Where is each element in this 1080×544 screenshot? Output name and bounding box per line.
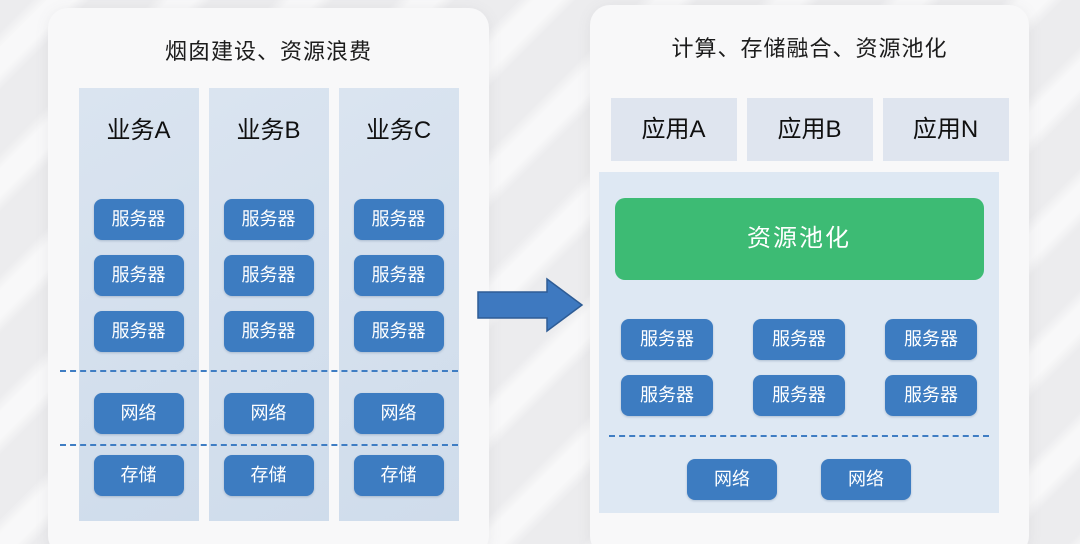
business-columns-row: 业务A 服务器 服务器 服务器 网络 存储 业务B 服务器 服务器 服务器 网络…	[48, 88, 489, 521]
server-box: 服务器	[223, 311, 314, 352]
server-box: 服务器	[223, 255, 314, 296]
server-box: 服务器	[621, 319, 713, 360]
business-column-a: 业务A 服务器 服务器 服务器 网络 存储	[78, 88, 199, 521]
server-box: 服务器	[353, 311, 444, 352]
network-box: 网络	[821, 459, 911, 500]
server-box: 服务器	[753, 375, 845, 416]
business-column-header: 业务B	[236, 117, 301, 144]
dashed-divider	[60, 444, 458, 446]
server-box: 服务器	[753, 319, 845, 360]
app-box: 应用A	[610, 98, 737, 161]
server-box: 服务器	[353, 255, 444, 296]
server-box: 服务器	[353, 199, 444, 240]
pooled-panel-title: 计算、存储融合、资源池化	[671, 36, 948, 61]
storage-box: 存储	[223, 455, 314, 496]
business-column-c: 业务C 服务器 服务器 服务器 网络 存储	[338, 88, 459, 521]
network-row: 网络 网络	[599, 459, 999, 500]
server-box: 服务器	[93, 311, 184, 352]
network-box: 网络	[223, 393, 314, 434]
legacy-silo-panel: 烟囱建设、资源浪费 业务A 服务器 服务器 服务器 网络 存储 业务B 服务器 …	[48, 8, 489, 544]
business-column-b: 业务B 服务器 服务器 服务器 网络 存储	[208, 88, 329, 521]
business-column-header: 业务C	[365, 117, 432, 144]
storage-box: 存储	[353, 455, 444, 496]
network-box: 网络	[687, 459, 777, 500]
server-row: 服务器 服务器 服务器	[599, 375, 999, 416]
server-box: 服务器	[223, 199, 314, 240]
storage-box: 存储	[93, 455, 184, 496]
server-box: 服务器	[621, 375, 713, 416]
pooled-panel: 计算、存储融合、资源池化 应用A 应用B 应用N 资源池化 服务器 服务器 服务…	[590, 5, 1029, 544]
server-box: 服务器	[93, 255, 184, 296]
server-box: 服务器	[885, 319, 977, 360]
legacy-panel-title: 烟囱建设、资源浪费	[164, 39, 372, 64]
dashed-divider	[609, 435, 989, 437]
server-box: 服务器	[885, 375, 977, 416]
right-arrow-icon	[477, 277, 584, 333]
app-box: 应用N	[882, 98, 1009, 161]
server-box: 服务器	[93, 199, 184, 240]
app-box: 应用B	[746, 98, 873, 161]
resource-pool-container: 资源池化 服务器 服务器 服务器 服务器 服务器 服务器 网络 网络	[599, 172, 999, 513]
resource-pool-box: 资源池化	[614, 198, 984, 280]
server-row: 服务器 服务器 服务器	[599, 319, 999, 360]
network-box: 网络	[93, 393, 184, 434]
network-box: 网络	[353, 393, 444, 434]
business-column-header: 业务A	[106, 117, 171, 144]
dashed-divider	[60, 370, 458, 372]
apps-row: 应用A 应用B 应用N	[590, 98, 1029, 161]
